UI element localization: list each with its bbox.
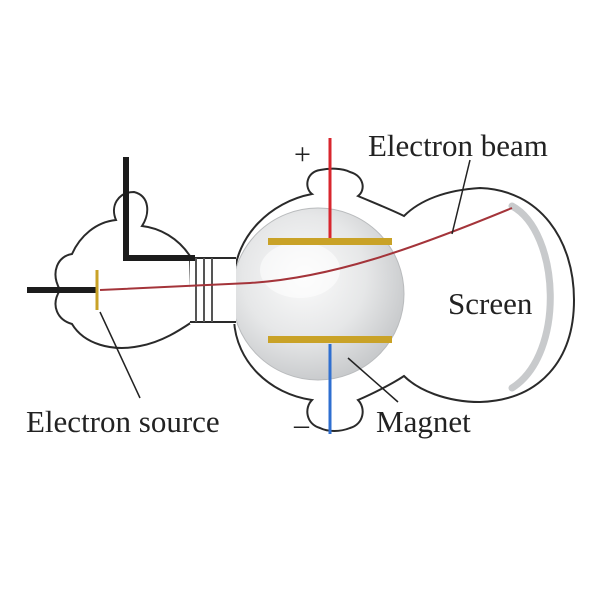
magnet-leader xyxy=(347,357,399,403)
gun-anode-electrode xyxy=(123,157,195,261)
electron-beam-label: Electron beam xyxy=(368,128,548,163)
screen-label: Screen xyxy=(448,286,533,321)
leader-lines xyxy=(99,159,471,403)
upper-plate xyxy=(268,238,392,245)
lower-plate xyxy=(268,336,392,343)
electron-source-label: Electron source xyxy=(26,404,220,439)
screen-surface xyxy=(508,202,554,392)
positive-sign: + xyxy=(294,138,311,171)
magnet-label: Magnet xyxy=(376,404,471,439)
sphere-highlight xyxy=(260,242,340,298)
deflection-plates xyxy=(268,238,392,343)
electrodes xyxy=(27,157,195,293)
electron-beam xyxy=(99,207,513,291)
source-leader xyxy=(99,311,141,399)
negative-sign: – xyxy=(293,408,310,441)
gun-bulb xyxy=(54,190,194,349)
beam-leader xyxy=(451,159,471,235)
neck xyxy=(190,256,236,324)
